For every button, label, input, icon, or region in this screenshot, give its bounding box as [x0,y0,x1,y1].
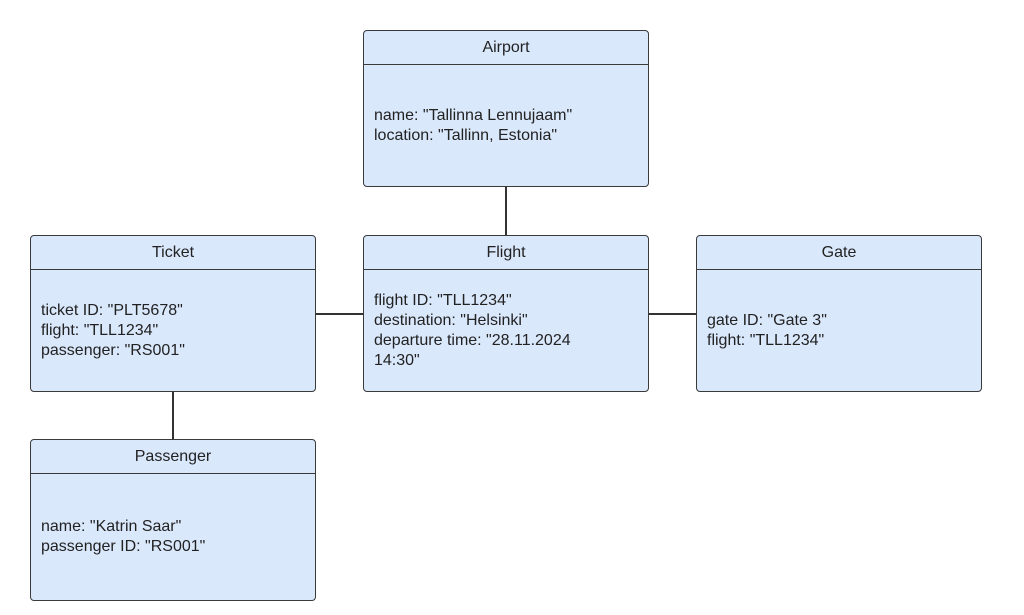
passenger-attr-passenger-id: passenger ID: "RS001" [41,538,206,555]
ticket-attr-passenger: passenger: "RS001" [41,341,185,359]
flight-attr-destination: destination: "Helsinki" [374,311,528,329]
gate-object-box[interactable]: Gate gate ID: "Gate 3" flight: "TLL1234" [696,235,982,392]
connector-flight-gate [649,313,696,315]
airport-attr-name: name: "Tallinna Lennujaam" [374,106,573,124]
flight-attr-flight-id: flight ID: "TLL1234" [374,291,512,309]
gate-title: Gate [697,236,981,270]
ticket-object-box[interactable]: Ticket ticket ID: "PLT5678" flight: "TLL… [30,235,316,392]
airport-attr-location: location: "Tallinn, Estonia" [374,126,558,144]
ticket-attr-flight: flight: "TLL1234" [41,321,159,339]
gate-attr-flight: flight: "TLL1234" [707,331,825,349]
gate-attributes: gate ID: "Gate 3" flight: "TLL1234" [697,270,981,391]
airport-object-box[interactable]: Airport name: "Tallinna Lennujaam" locat… [363,30,649,187]
airport-attributes: name: "Tallinna Lennujaam" location: "Ta… [364,65,648,186]
ticket-title: Ticket [31,236,315,270]
flight-attr-departure-time-cont: 14:30" [374,351,420,369]
ticket-attributes: ticket ID: "PLT5678" flight: "TLL1234" p… [31,270,315,391]
flight-object-box[interactable]: Flight flight ID: "TLL1234" destination:… [363,235,649,392]
flight-attributes: flight ID: "TLL1234" destination: "Helsi… [364,270,648,391]
airport-title: Airport [364,31,648,65]
flight-attr-departure-time: departure time: "28.11.2024 [374,331,571,349]
passenger-object-box[interactable]: Passenger name: "Katrin Saar" passenger … [30,439,316,601]
ticket-attr-ticket-id: ticket ID: "PLT5678" [41,301,183,319]
connector-airport-flight [505,187,507,235]
gate-attr-gate-id: gate ID: "Gate 3" [707,311,827,329]
connector-ticket-flight [316,313,363,315]
flight-title: Flight [364,236,648,270]
passenger-title: Passenger [31,440,315,474]
passenger-attr-name: name: "Katrin Saar" [41,518,182,535]
passenger-attributes: name: "Katrin Saar" passenger ID: "RS001… [31,474,315,600]
connector-ticket-passenger [172,392,174,439]
